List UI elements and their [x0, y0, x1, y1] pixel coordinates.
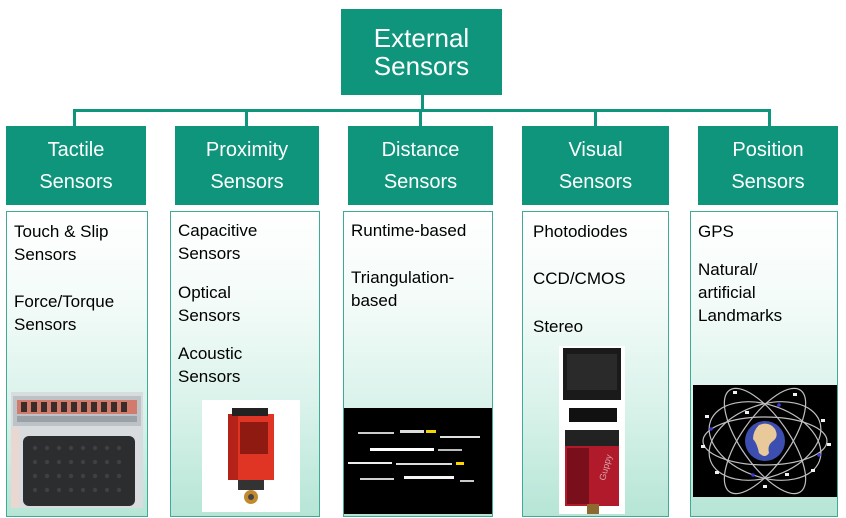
panel-tactile: Touch & Slip Sensors Force/Torque Sensor… — [6, 211, 148, 517]
root-node-external-sensors: External Sensors — [341, 9, 502, 95]
item-line: Sensors — [178, 244, 241, 263]
item-line: Optical — [178, 283, 231, 302]
connector-drop-tactile — [73, 109, 76, 126]
category-label-line1: Proximity — [205, 138, 289, 161]
item-line: Acoustic — [178, 344, 243, 363]
list-item-photodiodes: Photodiodes — [533, 220, 664, 243]
tactile-sensor-image — [11, 392, 143, 508]
list-item-ccd-cmos: CCD/CMOS — [533, 267, 664, 290]
category-distance-sensors: Distance Sensors — [348, 126, 493, 205]
panel-proximity: Capacitive Sensors Optical Sensors Acous… — [170, 211, 320, 517]
list-item-landmarks: Natural/ artificial Landmarks — [698, 258, 833, 327]
list-item-gps: GPS — [698, 220, 833, 243]
item-line: Sensors — [178, 367, 241, 386]
item-line: Sensors — [14, 245, 77, 264]
category-proximity-sensors: Proximity Sensors — [175, 126, 319, 205]
category-tactile-sensors: Tactile Sensors — [6, 126, 146, 205]
connector-drop-proximity — [245, 109, 248, 126]
item-line: Capacitive — [178, 221, 258, 240]
item-line: Natural/ — [698, 260, 758, 279]
item-line: Touch & Slip — [14, 222, 109, 241]
item-line: Sensors — [14, 315, 77, 334]
panel-position: GPS Natural/ artificial Landmarks — [690, 211, 838, 517]
root-label-line2: Sensors — [373, 51, 470, 81]
category-label-line2: Sensors — [39, 170, 113, 193]
connector-drop-visual — [594, 109, 597, 126]
laser-scanner-image — [344, 408, 492, 514]
category-visual-sensors: Visual Sensors — [522, 126, 669, 205]
category-position-sensors: Position Sensors — [698, 126, 838, 205]
connector-drop-distance — [419, 109, 422, 126]
panel-visual: Photodiodes CCD/CMOS Stereo Guppy — [522, 211, 669, 517]
list-item-acoustic: Acoustic Sensors — [178, 342, 315, 388]
category-label-line1: Tactile — [47, 138, 105, 161]
item-line: Triangulation- — [351, 268, 455, 287]
connector-horizontal-bar — [73, 109, 771, 112]
item-line: GPS — [698, 222, 734, 241]
category-label-line1: Distance — [381, 138, 460, 161]
list-item-touch-slip: Touch & Slip Sensors — [14, 220, 143, 266]
list-item-force-torque: Force/Torque Sensors — [14, 290, 143, 336]
item-line: Force/Torque — [14, 292, 115, 311]
optical-sensor-image — [202, 400, 300, 512]
panel-distance: Runtime-based Triangulation- based — [343, 211, 493, 517]
item-line: Photodiodes — [533, 222, 628, 241]
category-label-line2: Sensors — [558, 170, 633, 193]
list-item-triangulation-based: Triangulation- based — [351, 266, 488, 312]
item-line: Stereo — [533, 317, 584, 336]
category-label-line2: Sensors — [210, 170, 284, 193]
connector-root-stem — [421, 95, 424, 111]
category-label-line2: Sensors — [731, 170, 805, 193]
list-item-stereo: Stereo — [533, 315, 664, 338]
category-label-line1: Visual — [568, 138, 623, 161]
list-item-runtime-based: Runtime-based — [351, 219, 488, 242]
item-line: CCD/CMOS — [533, 269, 626, 288]
category-label-line2: Sensors — [383, 170, 458, 193]
root-label-line1: External — [373, 23, 470, 53]
list-item-optical: Optical Sensors — [178, 281, 315, 327]
item-line: Sensors — [178, 306, 241, 325]
category-label-line1: Position — [732, 138, 804, 161]
item-line: Runtime-based — [351, 221, 467, 240]
camera-image: Guppy — [559, 346, 625, 514]
item-line: Landmarks — [698, 306, 783, 325]
gps-satellite-globe-image — [693, 385, 837, 497]
list-item-capacitive: Capacitive Sensors — [178, 219, 315, 265]
item-line: based — [351, 291, 398, 310]
item-line: artificial — [698, 283, 756, 302]
connector-drop-position — [768, 109, 771, 126]
